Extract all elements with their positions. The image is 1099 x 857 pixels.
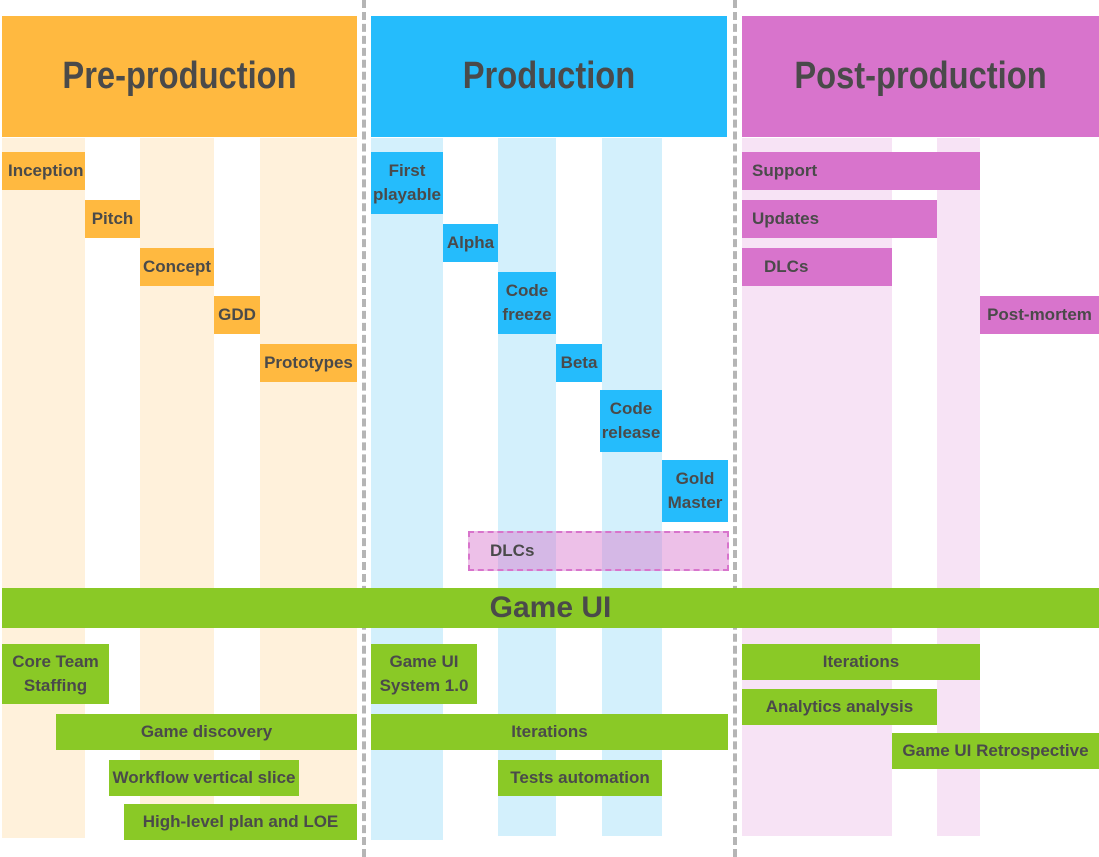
phase-title-post: Post-production	[794, 55, 1047, 97]
milestone-gold-master: Gold Master	[662, 460, 728, 522]
milestone-first-playable: First playable	[371, 152, 443, 214]
milestone-post-mortem: Post-mortem	[980, 296, 1099, 334]
task-workflow-vertical-slice: Workflow vertical slice	[109, 760, 299, 796]
divider-production-post	[733, 0, 737, 857]
task-game-ui-system: Game UI System 1.0	[371, 644, 477, 704]
milestone-code-release: Code release	[600, 390, 662, 452]
task-game-discovery: Game discovery	[56, 714, 357, 750]
phase-header-pre: Pre-production	[2, 16, 357, 137]
milestone-concept: Concept	[140, 248, 214, 286]
post-stripe-1	[742, 138, 892, 836]
milestone-code-freeze: Code freeze	[498, 272, 556, 334]
phase-header-production: Production	[371, 16, 727, 137]
milestone-updates: Updates	[742, 200, 937, 238]
milestone-inception: Inception	[2, 152, 85, 190]
phase-title-pre: Pre-production	[62, 55, 297, 97]
milestone-alpha: Alpha	[443, 224, 498, 262]
milestone-dlcs-production: DLCs	[468, 531, 729, 571]
milestone-beta: Beta	[556, 344, 602, 382]
game-ui-band: Game UI	[2, 588, 1099, 628]
post-stripe-2	[937, 138, 980, 836]
milestone-prototypes: Prototypes	[260, 344, 357, 382]
task-iterations-production: Iterations	[371, 714, 728, 750]
task-core-team-staffing: Core Team Staffing	[2, 644, 109, 704]
milestone-pitch: Pitch	[85, 200, 140, 238]
task-tests-automation: Tests automation	[498, 760, 662, 796]
task-iterations-post: Iterations	[742, 644, 980, 680]
milestone-dlcs-post: DLCs	[742, 248, 892, 286]
task-game-ui-retrospective: Game UI Retrospective	[892, 733, 1099, 769]
task-analytics-analysis: Analytics analysis	[742, 689, 937, 725]
milestone-support: Support	[742, 152, 980, 190]
phase-header-post: Post-production	[742, 16, 1099, 137]
divider-pre-production	[362, 0, 366, 857]
phase-title-production: Production	[462, 55, 636, 97]
task-high-level-plan: High-level plan and LOE	[124, 804, 357, 840]
milestone-gdd: GDD	[214, 296, 260, 334]
